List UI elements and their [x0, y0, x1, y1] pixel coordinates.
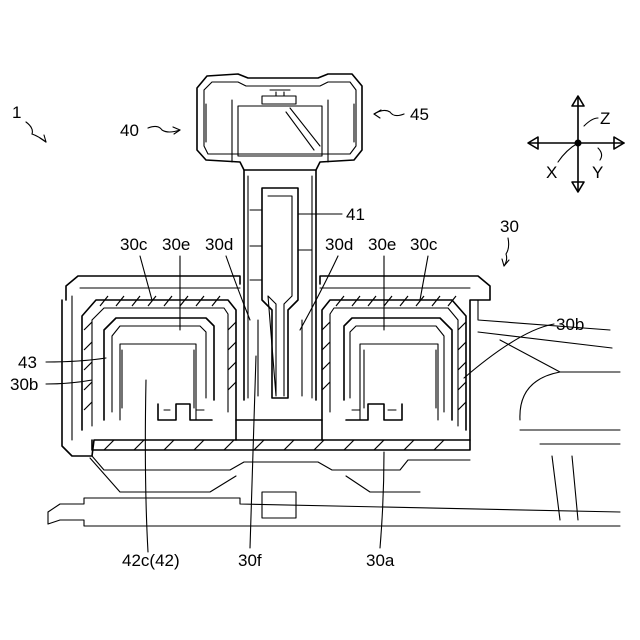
leader-30a [380, 452, 384, 548]
connector-head [197, 74, 362, 170]
label-30: 30 [500, 217, 519, 236]
cavity-left [82, 296, 236, 430]
label-42c: 42c(42) [122, 551, 180, 570]
label-30c-right: 30c [410, 235, 438, 254]
label-30a: 30a [366, 551, 395, 570]
label-30e-right: 30e [368, 235, 396, 254]
label-30d-right: 30d [325, 235, 353, 254]
axis-label-x: X [546, 163, 557, 182]
label-30f: 30f [238, 551, 262, 570]
leader-lines [26, 110, 554, 552]
leader-30c-left [140, 256, 152, 300]
leader-30d-right [300, 256, 338, 330]
leader-30b-left [46, 380, 92, 384]
label-30c-left: 30c [120, 235, 148, 254]
label-30d-left: 30d [205, 235, 233, 254]
leader-30f [250, 356, 256, 548]
label-1: 1 [12, 103, 21, 122]
bottom-wall-30a [92, 420, 470, 450]
label-43: 43 [18, 353, 37, 372]
reference-labels: 1 40 45 41 30 30c 30e 30d 30d 30e 30c 30… [10, 103, 584, 570]
label-30b-right: 30b [556, 315, 584, 334]
lever-stem [244, 170, 316, 400]
label-30e-left: 30e [162, 235, 190, 254]
axis-label-z: Z [600, 109, 610, 128]
cavity-right [322, 296, 466, 430]
base-plate [48, 372, 620, 526]
leader-40 [148, 126, 180, 132]
label-45: 45 [410, 105, 429, 124]
leader-43 [46, 358, 106, 362]
label-41: 41 [346, 205, 365, 224]
axis-label-y: Y [592, 163, 603, 182]
label-30b-left: 30b [10, 375, 38, 394]
leader-30c-right [420, 256, 428, 300]
label-40: 40 [120, 121, 139, 140]
leader-1 [26, 122, 46, 142]
